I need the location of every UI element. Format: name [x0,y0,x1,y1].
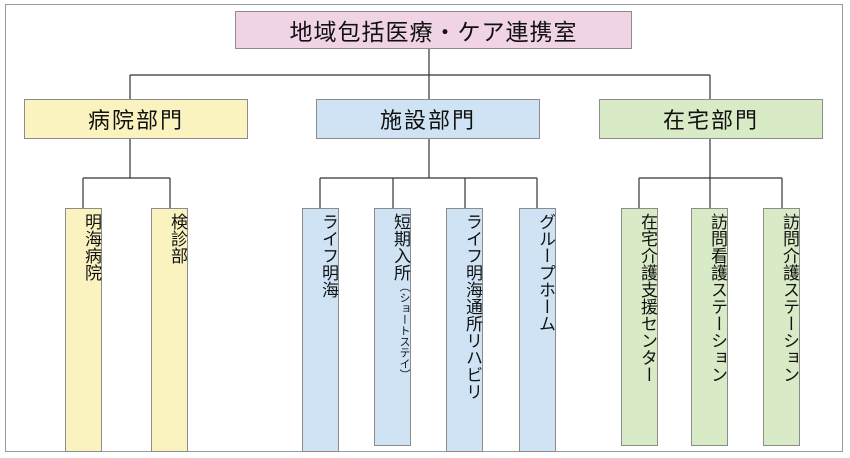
dept-hospital: 病院部門 [24,99,248,139]
unit-checkup: 検診部 [151,208,188,452]
dept-facility-label: 施設部門 [379,109,476,134]
unit-short-stay: 短期入所 （ショートステイ） [374,208,411,446]
root-node: 地域包括医療・ケア連携室 [235,11,632,49]
unit-life-meikai: ライフ明海 [302,208,339,452]
root-label: 地域包括医療・ケア連携室 [289,20,578,46]
dept-home-label: 在宅部門 [662,109,759,134]
unit-label: 訪問看護ステーション [707,213,727,383]
unit-label: ライフ明海 [318,213,338,298]
unit-visiting-nursing: 訪問看護ステーション [691,208,728,446]
unit-home-care-support: 在宅介護支援センター [621,208,658,446]
unit-visiting-care: 訪問介護ステーション [763,208,800,446]
unit-label: 在宅介護支援センター [637,213,657,383]
unit-day-rehab: ライフ明海通所リハビリ [446,208,483,452]
unit-group-home: グループホーム [519,208,556,452]
unit-label: 明海病院 [81,213,101,281]
unit-note: （ショートステイ） [398,281,411,380]
dept-facility: 施設部門 [316,99,540,139]
unit-label: 短期入所 [390,213,410,281]
unit-label: ライフ明海通所リハビリ [462,213,482,400]
unit-label: グループホーム [535,213,555,332]
unit-label: 訪問介護ステーション [779,213,799,383]
chart-frame [5,4,843,452]
dept-hospital-label: 病院部門 [87,109,184,134]
unit-label: 検診部 [167,213,187,264]
dept-home: 在宅部門 [599,99,823,139]
unit-meikai-hospital: 明海病院 [65,208,102,452]
